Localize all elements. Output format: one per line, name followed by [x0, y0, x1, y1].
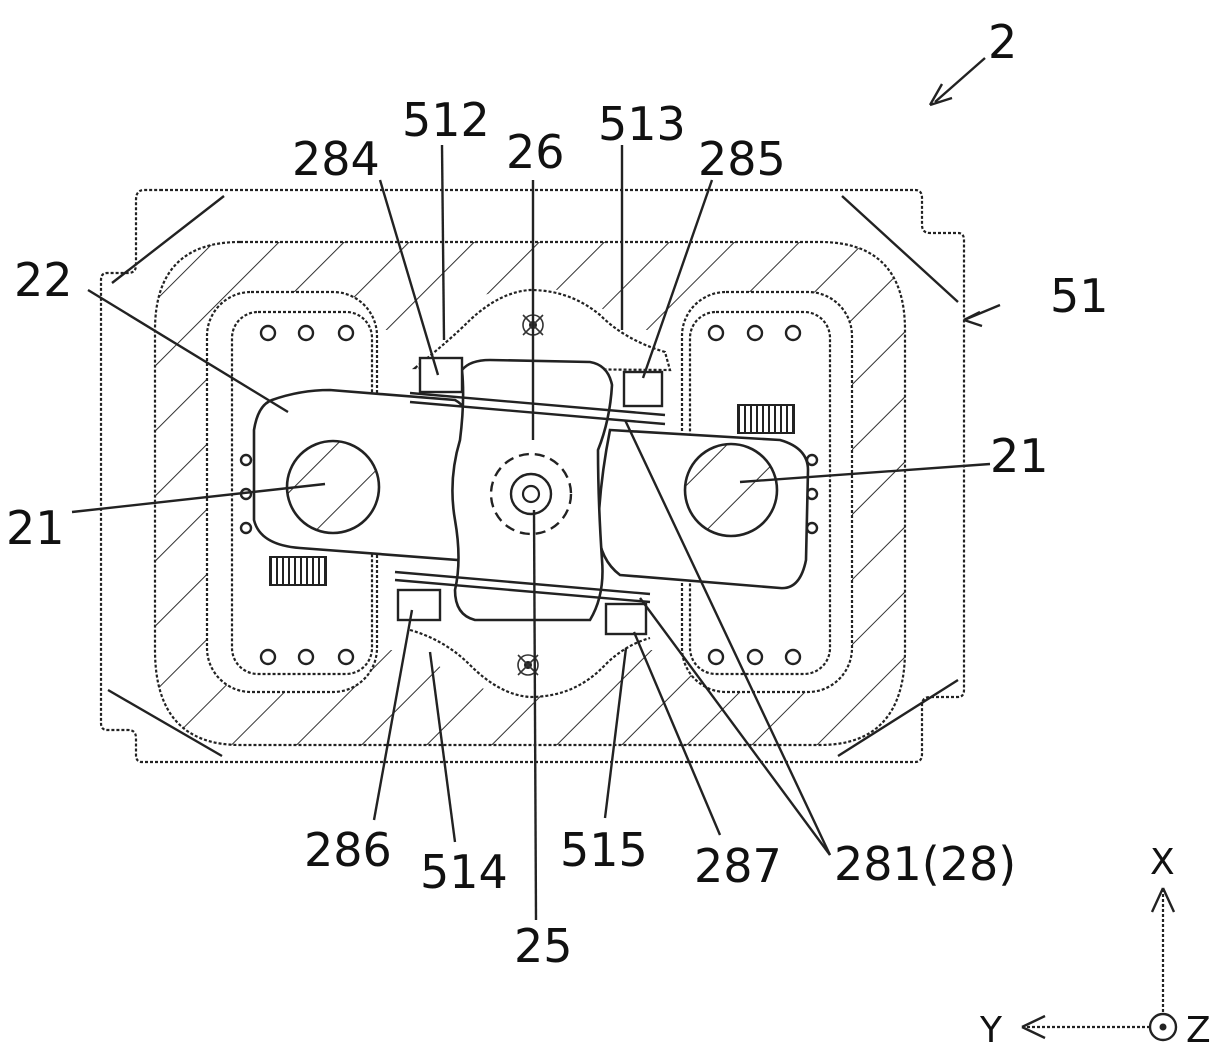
axis-label-y: Y [979, 1010, 1003, 1051]
label-21-left: 21 [6, 501, 65, 555]
device-arrow-head [930, 84, 952, 105]
block-284 [420, 358, 462, 392]
label-device-2: 2 [988, 15, 1017, 69]
device-arrow-line [935, 58, 985, 102]
block-287 [606, 604, 646, 634]
pivot-center [523, 486, 539, 502]
axis-label-z: Z [1186, 1010, 1211, 1051]
label-281-28: 281(28) [834, 837, 1016, 891]
axis-symbol [1022, 888, 1176, 1040]
label-513: 513 [598, 97, 686, 151]
label-284: 284 [292, 132, 380, 186]
label-25: 25 [514, 919, 573, 973]
label-512: 512 [402, 93, 490, 147]
label-287: 287 [694, 839, 782, 893]
axis-label-x: X [1150, 842, 1175, 883]
label-515: 515 [560, 823, 648, 877]
label-21-right: 21 [990, 429, 1049, 483]
block-286 [398, 590, 440, 620]
label-51: 51 [1050, 269, 1109, 323]
coil-right [738, 405, 794, 433]
coil-left [270, 557, 326, 585]
label-285: 285 [698, 132, 786, 186]
label-22: 22 [14, 253, 73, 307]
label-286: 286 [304, 823, 392, 877]
shaft-21-right [685, 444, 777, 536]
label-26: 26 [506, 125, 565, 179]
label-514: 514 [420, 845, 508, 899]
